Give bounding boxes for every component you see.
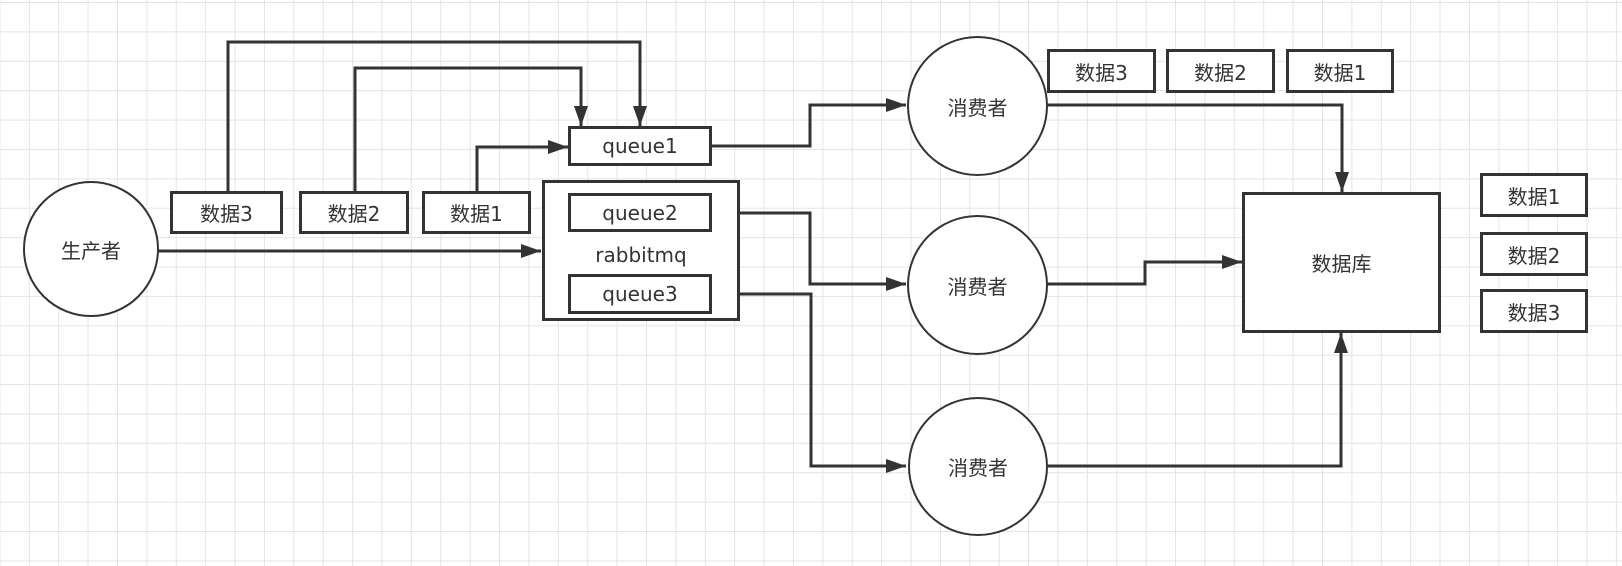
consumer-label: 消费者 (947, 95, 1008, 120)
queue3-label: queue3 (602, 282, 678, 306)
queue3-node[interactable]: queue3 (568, 274, 712, 314)
producer-message-2[interactable]: 数据2 (299, 191, 409, 234)
consumer-label: 消费者 (947, 274, 1008, 299)
database-record-label: 数据2 (1507, 243, 1561, 268)
consumer-message-label: 数据1 (1313, 60, 1367, 85)
consumer-node-3[interactable]: 消费者 (908, 397, 1048, 536)
producer-label: 生产者 (61, 238, 121, 263)
queue1-label: queue1 (602, 134, 678, 158)
database-record-label: 数据1 (1507, 184, 1561, 209)
edge-consumer-3-to-database (1047, 333, 1348, 468)
queue2-node[interactable]: queue2 (568, 193, 712, 232)
database-record-2[interactable]: 数据2 (1480, 232, 1588, 276)
producer-message-3[interactable]: 数据3 (170, 191, 283, 234)
edge-consumer-1-to-database (1047, 103, 1349, 192)
edge-queue1-to-consumer-1 (711, 98, 906, 148)
edge-p-msg-2-to-queue1 (353, 66, 588, 191)
database-record-label: 数据3 (1507, 300, 1561, 325)
edge-p-msg-3-to-queue1 (226, 40, 647, 191)
consumer-message-label: 数据2 (1194, 60, 1247, 85)
consumer-message-2[interactable]: 数据2 (1166, 49, 1275, 93)
broker-label: rabbitmq (595, 243, 687, 267)
edge-queue2-to-consumer-2 (711, 211, 906, 291)
edge-consumer-2-to-database (1047, 255, 1242, 286)
database-record-3[interactable]: 数据3 (1480, 289, 1588, 333)
queue2-label: queue2 (602, 200, 678, 225)
consumer-message-1[interactable]: 数据1 (1286, 49, 1394, 93)
producer-message-1[interactable]: 数据1 (422, 191, 531, 234)
edge-p-msg-1-to-queue1 (475, 140, 568, 191)
database-node[interactable]: 数据库 (1242, 192, 1441, 333)
consumer-node-2[interactable]: 消费者 (907, 215, 1048, 355)
database-record-1[interactable]: 数据1 (1480, 173, 1588, 217)
producer-message-label: 数据2 (327, 202, 381, 226)
database-label: 数据库 (1311, 252, 1372, 276)
consumer-label: 消费者 (948, 456, 1008, 480)
consumer-message-label: 数据3 (1075, 60, 1128, 85)
producer-message-label: 数据1 (450, 202, 503, 226)
consumer-message-3[interactable]: 数据3 (1047, 49, 1156, 93)
producer-node[interactable]: 生产者 (23, 181, 159, 317)
edge-queue3-to-consumer-3 (711, 292, 906, 473)
producer-message-label: 数据3 (200, 202, 253, 226)
queue1-node[interactable]: queue1 (568, 126, 712, 166)
consumer-node-1[interactable]: 消费者 (907, 36, 1048, 176)
